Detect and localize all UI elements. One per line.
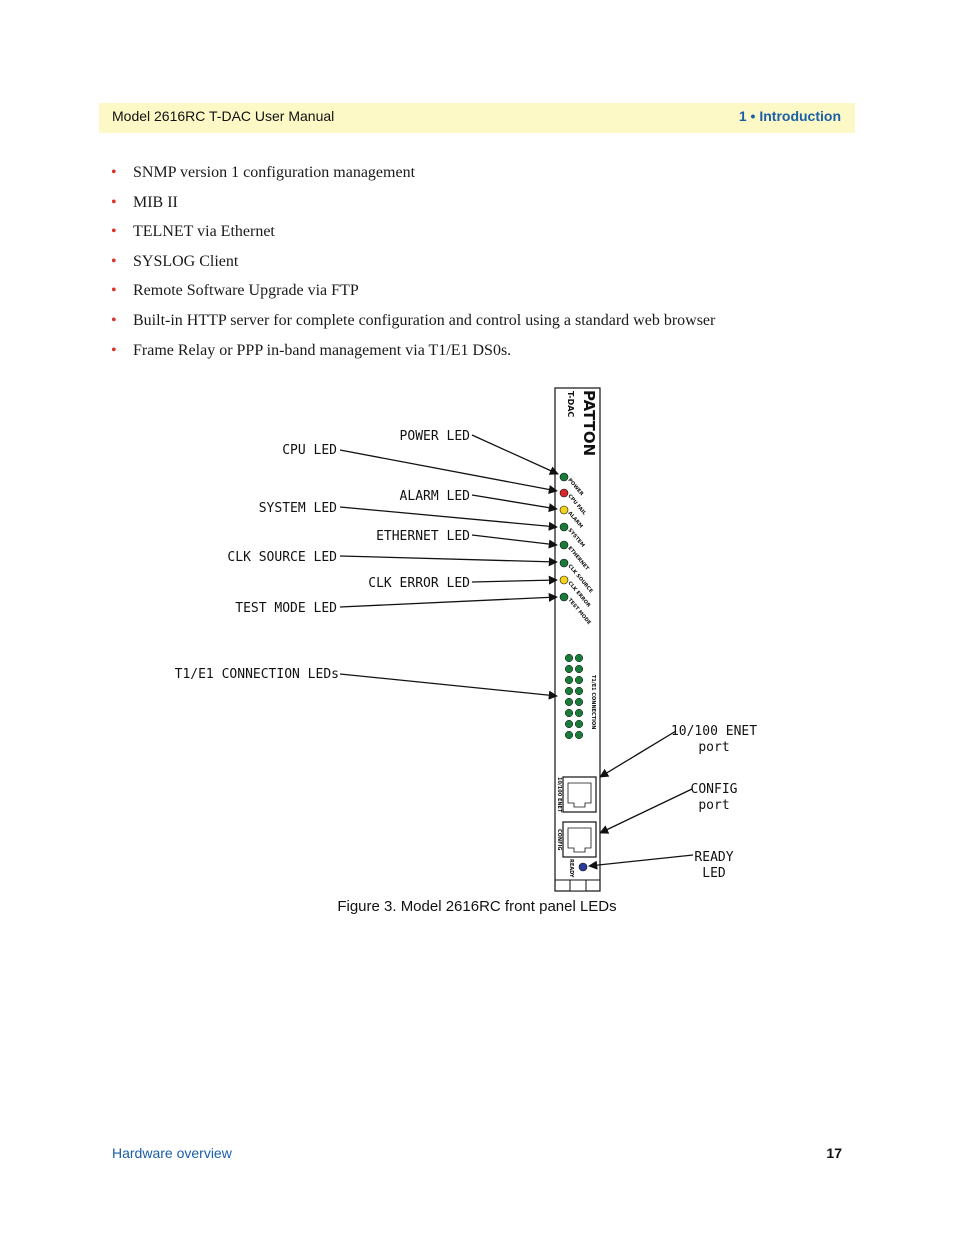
label-enet-port-sub: port — [698, 740, 729, 755]
panel-brand: PATTON — [580, 390, 598, 456]
panel-text-config: CONFIG — [556, 829, 562, 850]
bullet-icon: • — [111, 252, 117, 270]
label-clk-error-led: CLK ERROR LED — [368, 576, 470, 591]
label-ready-led: READY — [694, 850, 733, 865]
chapter-title: 1 • Introduction — [738, 108, 841, 124]
label-enet-port: 10/100 ENET — [671, 724, 757, 739]
label-t1e1-leds: T1/E1 CONNECTION LEDs — [175, 667, 339, 682]
bullet-icon: • — [111, 311, 117, 329]
list-item: •Frame Relay or PPP in-band management v… — [111, 338, 715, 368]
label-clk-source-led: CLK SOURCE LED — [227, 550, 337, 565]
system-led — [559, 522, 569, 532]
list-item: •SNMP version 1 configuration management — [111, 160, 715, 190]
list-item: •Built-in HTTP server for complete confi… — [111, 308, 715, 338]
front-panel-figure: PATTON T-DAC POWER CPU FAIL ALARM SYSTEM… — [175, 385, 760, 895]
ready-led — [578, 862, 588, 872]
clk-error-led — [559, 575, 569, 585]
list-item: •SYSLOG Client — [111, 249, 715, 279]
figure-caption: Figure 3. Model 2616RC front panel LEDs — [337, 898, 617, 915]
t1e1-led-grid — [564, 653, 584, 740]
panel-text-ready: READY — [568, 859, 574, 878]
bullet-icon: • — [111, 223, 117, 241]
bullet-icon: • — [111, 282, 117, 300]
list-item: •Remote Software Upgrade via FTP — [111, 278, 715, 308]
label-ethernet-led: ETHERNET LED — [376, 529, 470, 544]
front-panel-diagram: PATTON T-DAC POWER CPU FAIL ALARM SYSTEM… — [175, 387, 757, 892]
label-cpu-led: CPU LED — [282, 443, 337, 458]
panel-text-connection: T1/E1 CONNECTION — [590, 675, 596, 729]
bullet-icon: • — [111, 341, 117, 359]
label-power-led: POWER LED — [400, 429, 471, 444]
callout-lines — [339, 434, 694, 870]
bullet-icon: • — [111, 193, 117, 211]
front-panel: PATTON T-DAC POWER CPU FAIL ALARM SYSTEM… — [554, 387, 601, 892]
manual-title: Model 2616RC T-DAC User Manual — [112, 108, 335, 124]
label-config-port-sub: port — [698, 798, 729, 813]
list-item: •MIB II — [111, 190, 715, 220]
bullet-icon: • — [111, 164, 117, 181]
panel-model: T-DAC — [566, 391, 575, 417]
panel-text-enet: 10/100 ENET — [556, 777, 562, 813]
label-system-led: SYSTEM LED — [259, 501, 337, 516]
footer-section: Hardware overview — [112, 1145, 232, 1161]
list-item: •TELNET via Ethernet — [111, 219, 715, 249]
page-header: Model 2616RC T-DAC User Manual 1 • Intro… — [99, 103, 855, 133]
label-ready-led-sub: LED — [702, 866, 726, 881]
power-led — [559, 472, 569, 482]
label-config-port: CONFIG — [691, 782, 738, 797]
alarm-led — [559, 505, 569, 515]
label-test-mode-led: TEST MODE LED — [235, 601, 337, 616]
test-mode-led — [559, 592, 569, 602]
clk-source-led — [559, 558, 569, 568]
feature-list: •SNMP version 1 configuration management… — [111, 160, 715, 367]
ethernet-led — [559, 540, 569, 550]
label-alarm-led: ALARM LED — [400, 489, 471, 504]
cpu-fail-led — [559, 488, 569, 498]
page-number: 17 — [826, 1145, 842, 1161]
